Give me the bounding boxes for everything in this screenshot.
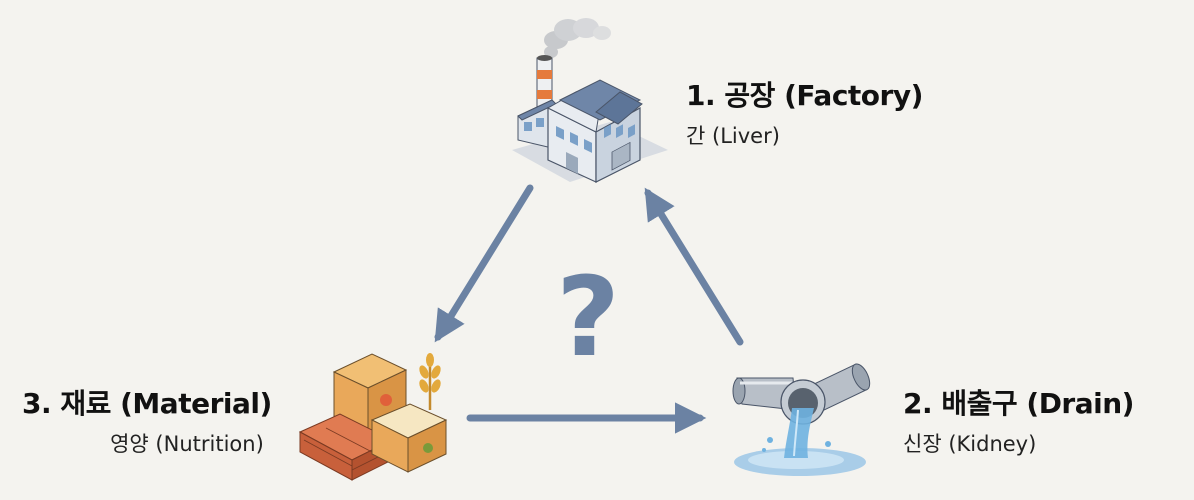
factory-subtitle: 간 (Liver) xyxy=(686,124,780,148)
drain-pipe-icon xyxy=(732,363,871,476)
materials-icon xyxy=(298,353,448,481)
factory-label: 1. 공장 (Factory) 간 (Liver) xyxy=(686,74,923,150)
drain-label: 2. 배출구 (Drain) 신장 (Kidney) xyxy=(903,382,1134,458)
arrow-drain-to-factory xyxy=(644,187,744,346)
factory-icon xyxy=(512,18,668,183)
material-title: 3. 재료 (Material) xyxy=(22,387,272,420)
arrow-factory-to-material xyxy=(434,184,534,343)
center-question-mark: ? xyxy=(556,253,620,381)
drain-subtitle: 신장 (Kidney) xyxy=(903,432,1037,456)
material-label: 3. 재료 (Material) 영양 (Nutrition) xyxy=(22,382,272,458)
drain-title: 2. 배출구 (Drain) xyxy=(903,387,1134,420)
factory-title: 1. 공장 (Factory) xyxy=(686,79,923,112)
material-subtitle: 영양 (Nutrition) xyxy=(110,432,264,456)
